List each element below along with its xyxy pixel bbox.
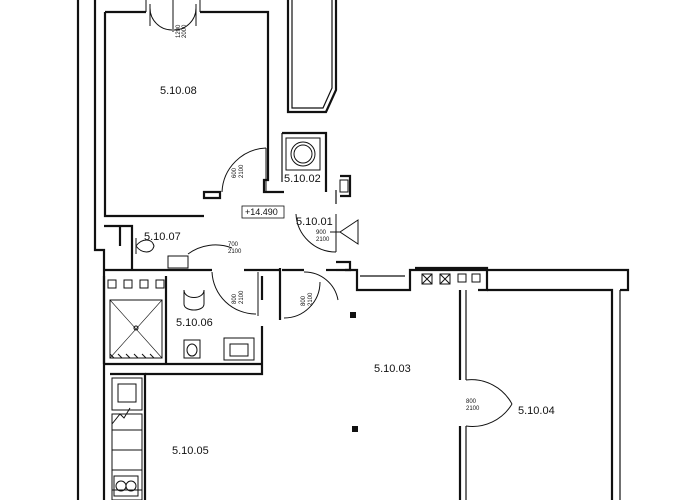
room-label-5-10-05: 5.10.05 <box>172 445 209 457</box>
room-label-5-10-03: 5.10.03 <box>374 363 411 375</box>
meter-icon <box>339 219 359 245</box>
door-width-label: 600 <box>232 167 238 178</box>
column-marker <box>352 426 358 432</box>
doors <box>111 0 513 427</box>
elevation-box <box>241 205 285 219</box>
washing-machine-icon <box>285 137 321 171</box>
door-height-label: 2100 <box>239 164 245 178</box>
room-label-5-10-06: 5.10.06 <box>176 317 213 329</box>
toilet-icon <box>183 289 205 311</box>
room-label-5-10-01: 5.10.01 <box>296 216 333 228</box>
vent-icon <box>421 273 433 285</box>
room-label-5-10-04: 5.10.04 <box>518 405 555 417</box>
door-width-label: 800 <box>232 293 238 304</box>
door-width-label: 700 <box>228 242 239 248</box>
room-label-5-10-08: 5.10.08 <box>160 85 197 97</box>
stove-icon <box>111 377 143 411</box>
toilet-icon <box>135 238 155 254</box>
door-height-label: 2100 <box>308 292 314 306</box>
room-label-5-10-02: 5.10.02 <box>284 173 321 185</box>
door-width-label: 800 <box>466 399 477 405</box>
door-height-label: 2100 <box>316 237 330 243</box>
door-height-label: 2000 <box>182 24 188 38</box>
door-width-label: 800 <box>301 295 307 306</box>
outer-walls <box>76 0 630 500</box>
sink-icon <box>223 337 255 361</box>
vent-icon <box>439 273 451 285</box>
room-label-5-10-07: 5.10.07 <box>144 231 181 243</box>
door-height-label: 2100 <box>239 290 245 304</box>
door-width-label: 1200 <box>176 24 182 38</box>
door-width-label: 900 <box>316 230 327 236</box>
door-height-label: 2100 <box>228 249 242 255</box>
fixtures <box>107 137 481 500</box>
elevation-label: +14.490 <box>245 207 278 217</box>
column-marker <box>350 312 356 318</box>
door-height-label: 2100 <box>466 406 480 412</box>
